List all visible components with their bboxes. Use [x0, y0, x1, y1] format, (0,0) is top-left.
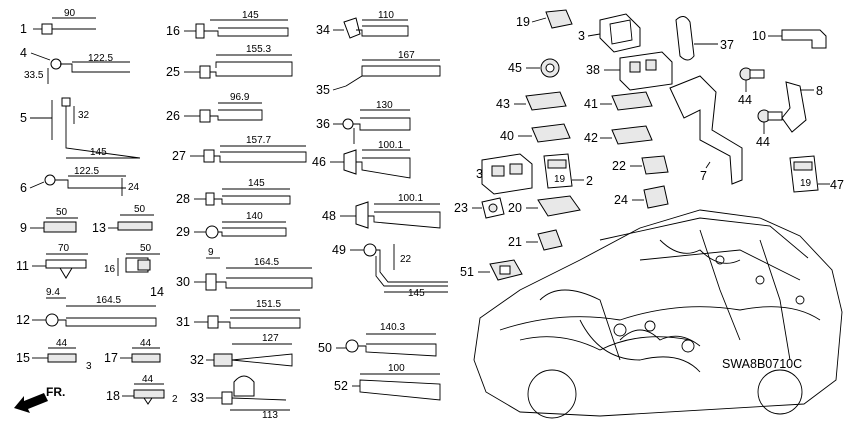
dim-9: 50: [56, 207, 68, 218]
dim-47: 19: [800, 178, 812, 189]
dim-33: 113: [262, 410, 278, 421]
dim-17: 44: [140, 338, 152, 349]
dim-6a: 122.5: [74, 166, 99, 177]
dim-36: 130: [376, 100, 393, 111]
dim-25: 155.3: [246, 44, 271, 55]
dim-34: 110: [378, 10, 394, 21]
callout-35: 35: [316, 83, 330, 97]
front-label: FR.: [46, 385, 65, 399]
callout-7: 7: [700, 169, 707, 183]
dim-30a: 9: [208, 247, 214, 258]
callout-41: 41: [584, 97, 598, 111]
vehicle-harness-illustration: [473, 209, 843, 419]
dim-52: 100: [388, 363, 405, 374]
callout-18: 18: [106, 389, 120, 403]
callout-46: 46: [312, 155, 326, 169]
callout-37: 37: [720, 38, 734, 52]
dim-2: 19: [554, 174, 566, 185]
dim-30b: 164.5: [254, 257, 279, 268]
dim-29: 140: [246, 211, 263, 222]
dim-28: 145: [248, 178, 265, 189]
dim-16: 145: [242, 10, 259, 21]
callout-13: 13: [92, 221, 106, 235]
dim-35: 167: [398, 50, 415, 61]
callout-43: 43: [496, 97, 510, 111]
callout-52: 52: [334, 379, 348, 393]
dim-5a: 32: [78, 110, 90, 121]
callout-36: 36: [316, 117, 330, 131]
callout-9: 9: [20, 221, 27, 235]
callout-8: 8: [816, 84, 823, 98]
callout-38: 38: [586, 63, 600, 77]
dim-46: 100.1: [378, 140, 403, 151]
callout-23: 23: [454, 201, 468, 215]
callout-10: 10: [752, 29, 766, 43]
callout-44: 44: [738, 93, 752, 107]
callout-31: 31: [176, 315, 190, 329]
dim-14b: 16: [104, 264, 116, 275]
callout-27: 27: [172, 149, 186, 163]
dim-15a: 44: [56, 338, 68, 349]
dim-18b: 2: [172, 394, 178, 405]
dim-31: 151.5: [256, 299, 281, 310]
callout-50: 50: [318, 341, 332, 355]
dim-4a: 122.5: [88, 53, 113, 64]
dim-1: 90: [64, 8, 76, 19]
dim-6b: 24: [128, 182, 140, 193]
callout-16: 16: [166, 24, 180, 38]
callout-2: 2: [586, 174, 593, 188]
callout-26: 26: [166, 109, 180, 123]
callout-47: 47: [830, 178, 844, 192]
callout-28: 28: [176, 192, 190, 206]
callout-34: 34: [316, 23, 330, 37]
dim-18a: 44: [142, 374, 154, 385]
callout-12: 12: [16, 313, 30, 327]
callout-51: 51: [460, 265, 474, 279]
dim-26: 96.9: [230, 92, 250, 103]
callout-11: 11: [16, 259, 29, 273]
callout-1: 1: [20, 22, 27, 36]
callout-40: 40: [500, 129, 514, 143]
callout-14: 14: [150, 285, 164, 299]
callout-44b: 44: [756, 135, 770, 149]
callout-19: 19: [516, 15, 530, 29]
dim-49b: 145: [408, 288, 425, 299]
callout-49: 49: [332, 243, 346, 257]
dim-14a: 50: [140, 243, 152, 254]
callout-3: 3: [578, 29, 585, 43]
callout-4: 4: [20, 46, 27, 60]
dim-48: 100.1: [398, 193, 423, 204]
callout-33: 33: [190, 391, 204, 405]
diagram-code: SWA8B0710C: [722, 357, 802, 371]
dim-13: 50: [134, 204, 146, 215]
callout-42: 42: [584, 131, 598, 145]
callout-30: 30: [176, 275, 190, 289]
callout-17: 17: [104, 351, 118, 365]
front-arrow-icon: [14, 393, 48, 413]
callout-48: 48: [322, 209, 336, 223]
dim-12a: 9.4: [46, 287, 60, 298]
dim-27: 157.7: [246, 135, 271, 146]
dim-15b: 3: [86, 361, 92, 372]
dim-11: 70: [58, 243, 70, 254]
dim-4b: 33.5: [24, 70, 44, 81]
dim-50: 140.3: [380, 322, 405, 333]
dim-12b: 164.5: [96, 295, 121, 306]
callout-29: 29: [176, 225, 190, 239]
callout-20: 20: [508, 201, 522, 215]
dim-5b: 145: [90, 147, 107, 158]
dim-49a: 22: [400, 254, 412, 265]
callout-45: 45: [508, 61, 522, 75]
callout-6: 6: [20, 181, 27, 195]
callout-21: 21: [508, 235, 522, 249]
callout-5: 5: [20, 111, 27, 125]
callout-32: 32: [190, 353, 204, 367]
callout-15: 15: [16, 351, 30, 365]
callout-24: 24: [614, 193, 628, 207]
callout-22: 22: [612, 159, 626, 173]
dim-32: 127: [262, 333, 279, 344]
callout-25: 25: [166, 65, 180, 79]
